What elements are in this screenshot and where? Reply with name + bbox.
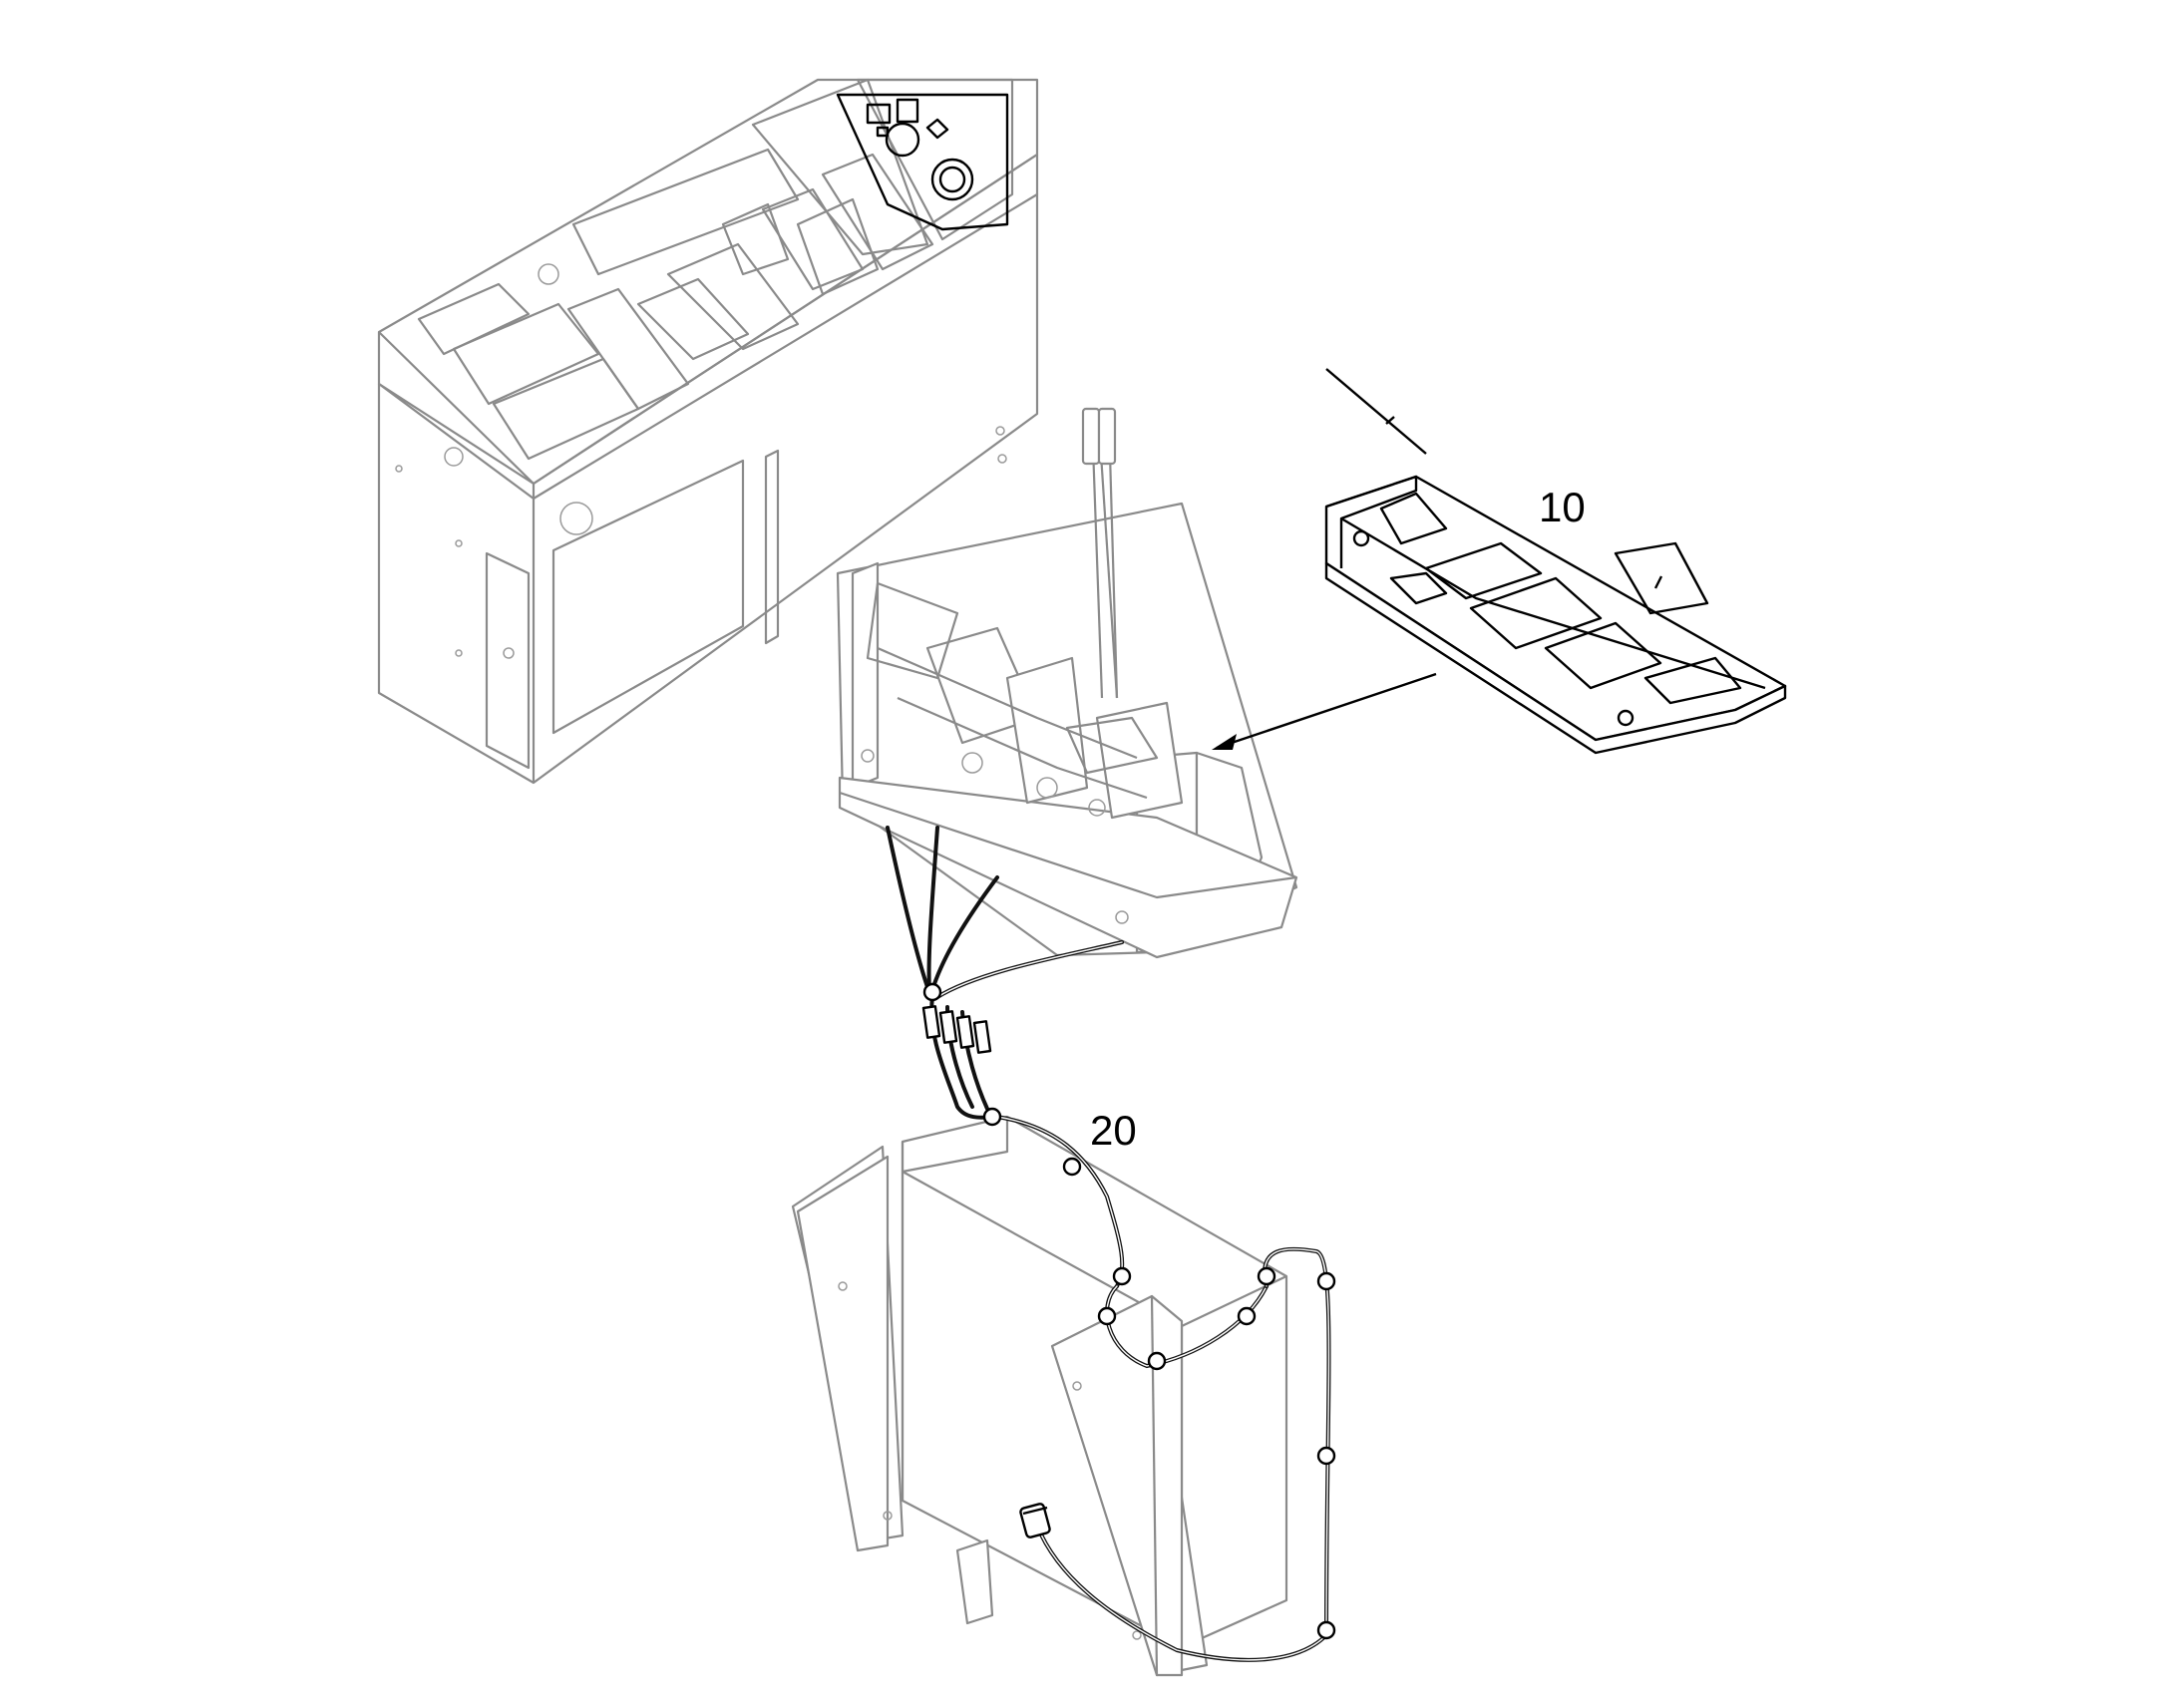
- control-box: [791, 1115, 1288, 1677]
- end-connector: [1019, 1503, 1051, 1538]
- callout-part-20: 20: [1090, 1107, 1137, 1154]
- part-20-wire-harness: [886, 826, 1336, 1662]
- connector-block: [921, 1005, 992, 1054]
- part-10-floor-plate: [1212, 368, 1787, 755]
- console-cabinet: [377, 78, 1039, 785]
- switch-panel: [836, 93, 1009, 231]
- lever-assembly: [836, 407, 1298, 959]
- cable-clips: [922, 982, 1336, 1640]
- callout-part-10: 10: [1539, 484, 1586, 530]
